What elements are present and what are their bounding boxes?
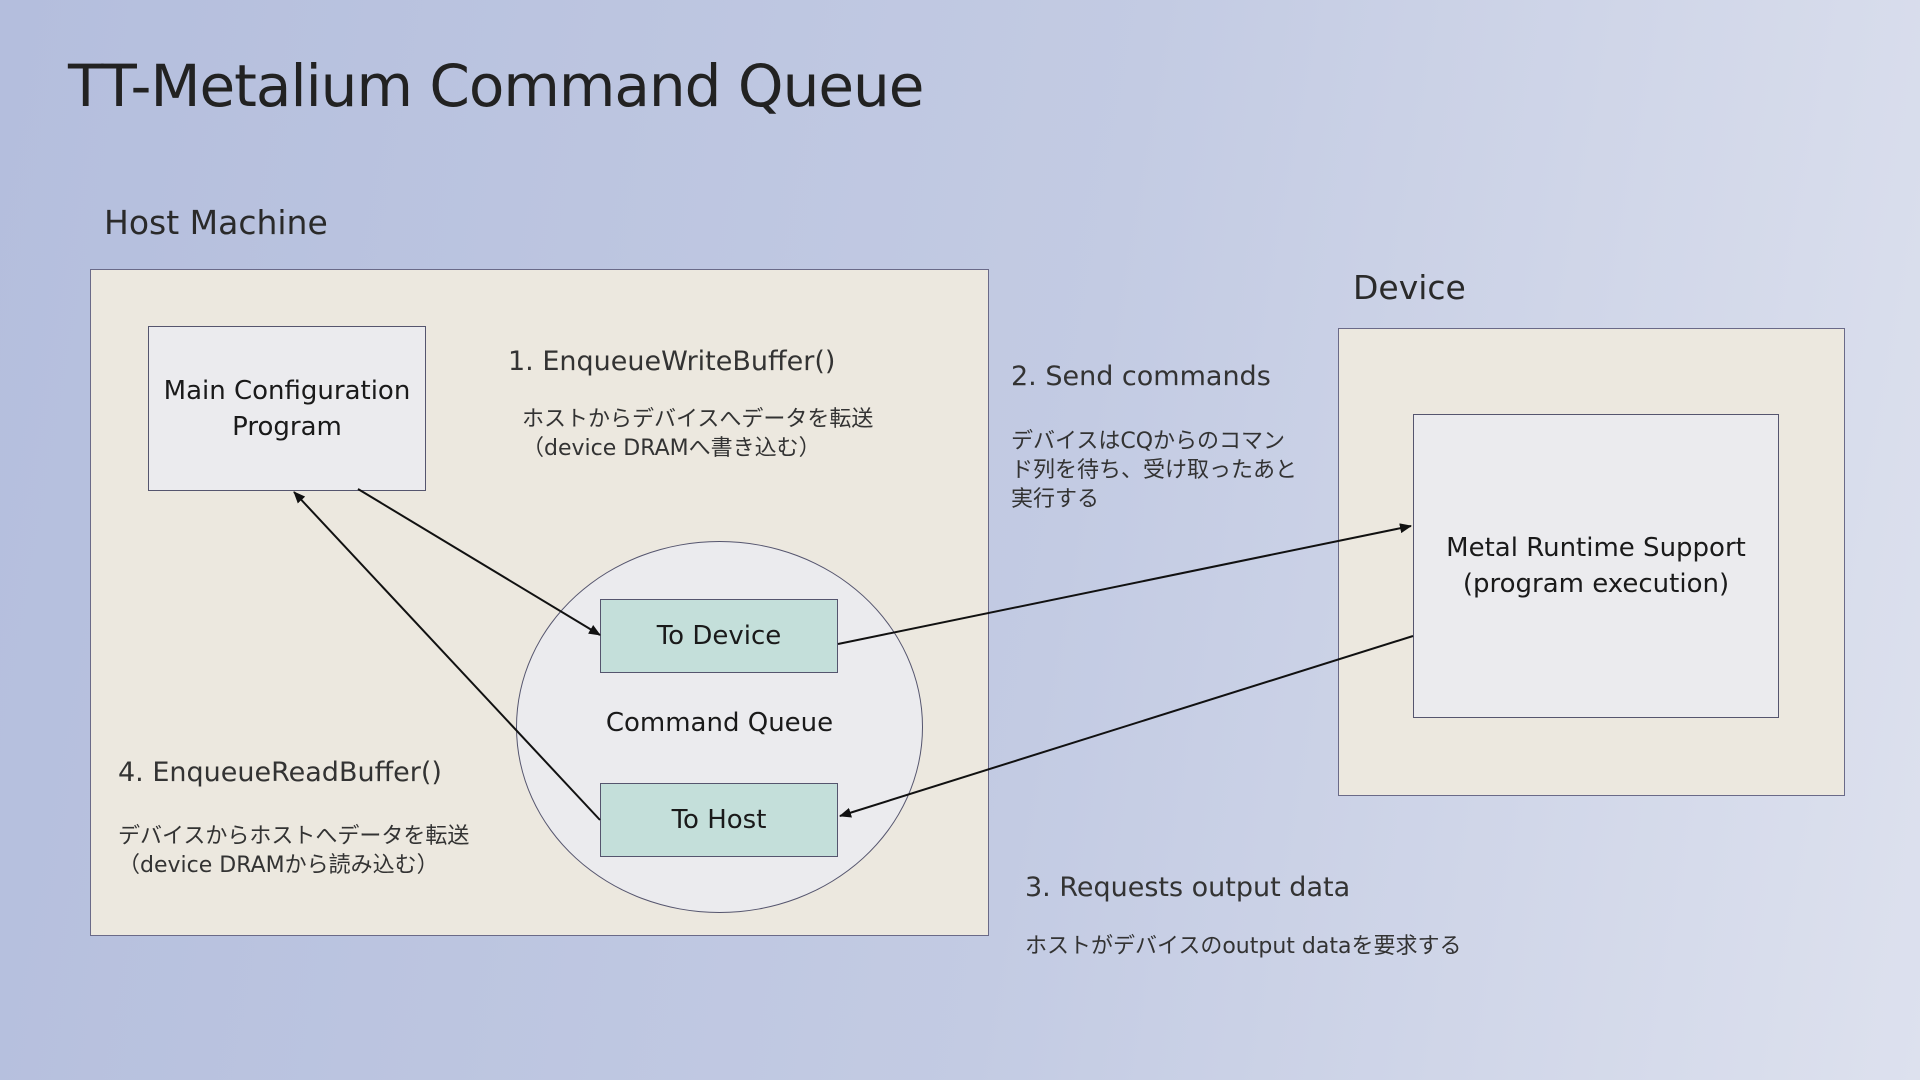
to-device-box: To Device [600,599,838,673]
command-queue-label: Command Queue [605,708,834,738]
step-2-description: デバイスはCQからのコマン ド列を待ち、受け取ったあと 実行する [1011,429,1298,512]
step-2-title: 2. Send commands [1011,361,1271,392]
page-title: TT-Metalium Command Queue [68,52,924,120]
arrow-to-device-to-runtime [837,523,1412,645]
step-4-description: デバイスからホストへデータを転送 （device DRAMから読み込む） [118,824,470,878]
arrow-program-to-device-queue [357,488,601,636]
metal-runtime-support-label: Metal Runtime Support (program execution… [1446,533,1746,599]
metal-runtime-support-box: Metal Runtime Support (program execution… [1413,414,1779,718]
arrow-to-host-to-program [293,491,601,821]
to-host-box: To Host [600,783,838,857]
to-device-label: To Device [656,621,782,651]
host-machine-label: Host Machine [104,203,328,242]
arrow-runtime-to-host-queue [839,635,1414,818]
main-configuration-program-label: Main Configuration Program [163,375,411,442]
device-label: Device [1353,268,1466,307]
to-host-label: To Host [671,805,767,835]
step-1-title: 1. EnqueueWriteBuffer() [508,346,836,377]
step-4-title: 4. EnqueueReadBuffer() [118,757,442,788]
step-1-description: ホストからデバイスへデータを転送 （device DRAMへ書き込む） [522,407,874,461]
main-configuration-program-box: Main Configuration Program [148,326,426,491]
step-3-title: 3. Requests output data [1025,872,1351,903]
step-3-description: ホストがデバイスのoutput dataを要求する [1025,934,1462,959]
